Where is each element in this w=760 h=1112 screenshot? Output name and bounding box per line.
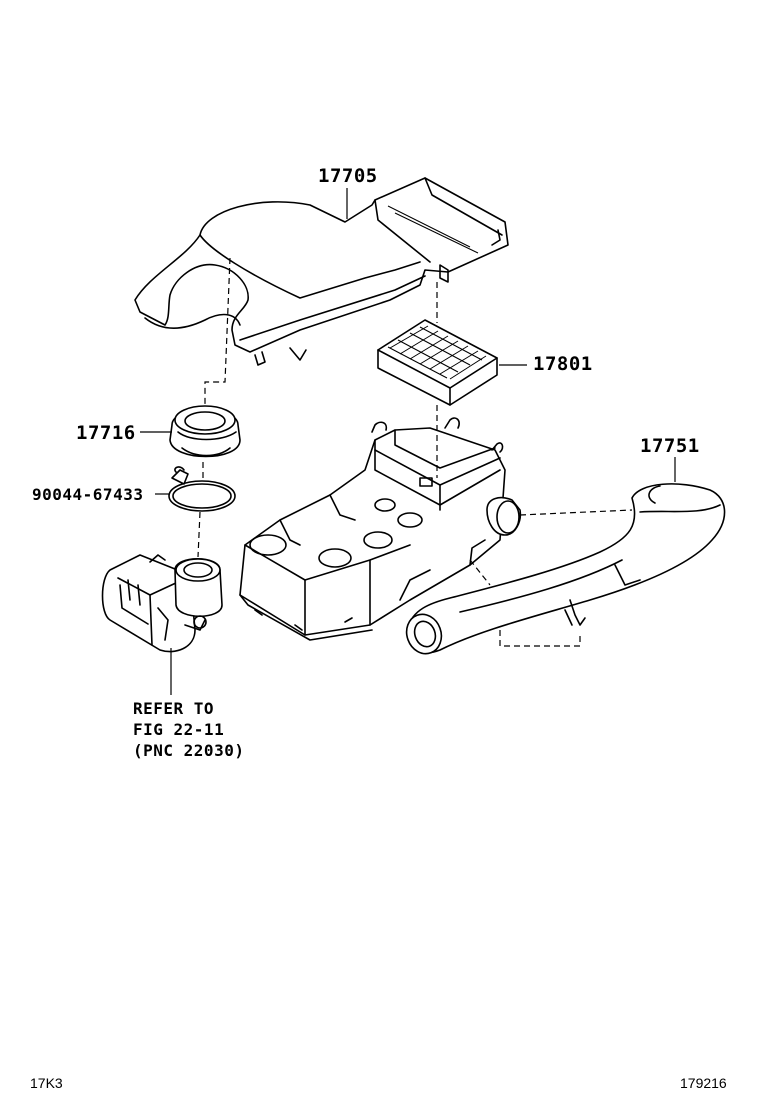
part-label-clamp: 90044-67433 — [32, 485, 144, 504]
inlet-hose — [405, 483, 726, 655]
air-connector — [169, 405, 241, 458]
footer-right-code: 179216 — [680, 1075, 727, 1091]
air-filter-element — [377, 319, 498, 406]
air-cleaner-cover — [134, 177, 509, 366]
reference-line-1: REFER TO — [133, 699, 215, 718]
reference-line-2: FIG 22-11 — [133, 720, 225, 739]
reference-note: REFER TO FIG 22-11 (PNC 22030) — [133, 698, 244, 761]
part-label-cover: 17705 — [318, 165, 378, 187]
footer-left-code: 17K3 — [30, 1075, 63, 1091]
air-cleaner-case — [239, 417, 506, 641]
hose-clamp — [168, 466, 236, 512]
leader-lines — [140, 188, 676, 695]
reference-line-3: (PNC 22030) — [133, 741, 245, 760]
part-label-filter: 17801 — [533, 353, 593, 375]
part-label-hose: 17751 — [640, 435, 700, 457]
part-label-connector: 17716 — [76, 422, 136, 444]
alignment-lines — [197, 257, 633, 647]
case-outlet — [486, 496, 522, 536]
throttle-body — [101, 554, 223, 653]
